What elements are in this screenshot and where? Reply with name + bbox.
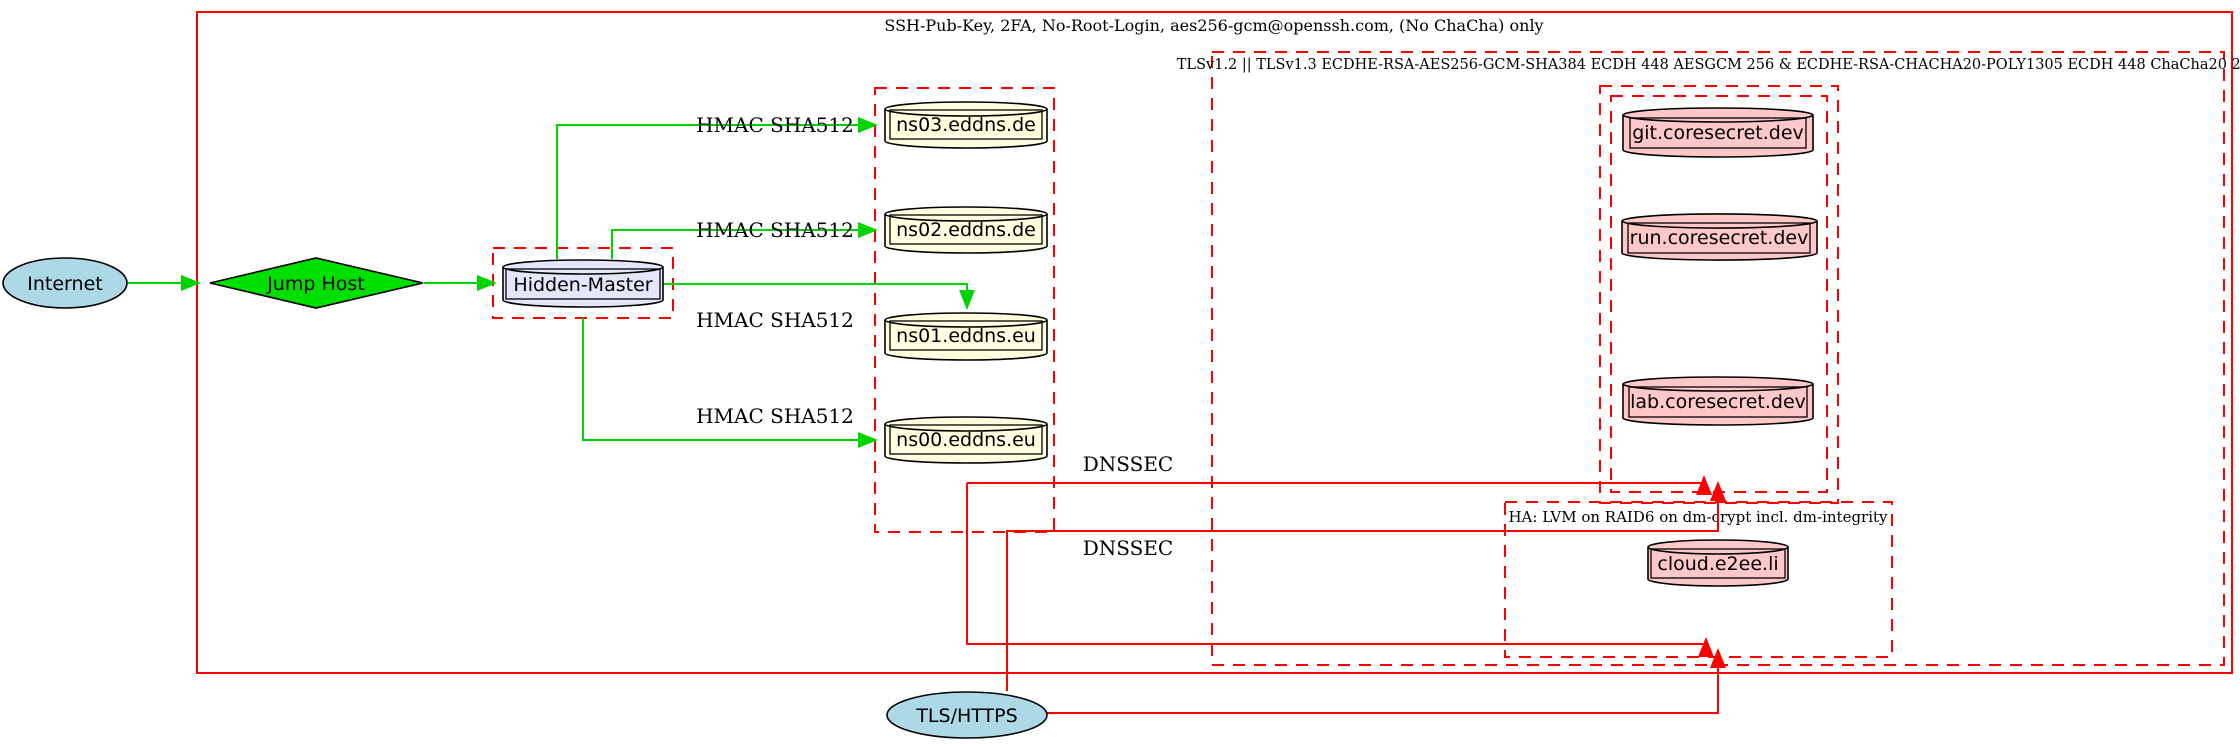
node-run-coresecret: run.coresecret.dev [1621, 213, 1818, 261]
ns02-cylinder [884, 206, 1048, 254]
node-tls-https-label: TLS/HTTPS [915, 705, 1017, 727]
node-ns03: ns03.eddns.de [884, 101, 1048, 149]
edge-hiddenmaster-to-ns01 [663, 283, 975, 310]
node-ns03-label: ns03.eddns.de [896, 114, 1036, 136]
ns00-cylinder [884, 416, 1048, 464]
node-ns00: ns00.eddns.eu [884, 416, 1048, 464]
node-ns02-label: ns02.eddns.de [896, 219, 1036, 241]
node-cloud-label: cloud.e2ee.li [1657, 553, 1778, 575]
edge-tls-to-e2ee [1047, 648, 1726, 714]
lab-cylinder [1622, 376, 1814, 426]
ns02-cylinder-lid [884, 213, 1048, 222]
edge-label-hmac-ns02: HMAC SHA512 [696, 218, 854, 242]
hidden-master-cylinder-lid [502, 266, 664, 275]
edge-dnssec-to-coresecret [967, 475, 1712, 495]
node-cloud-e2ee: cloud.e2ee.li [1647, 539, 1789, 587]
node-ns01: ns01.eddns.eu [884, 312, 1048, 361]
hidden-master-cylinder [502, 259, 664, 308]
edge-label-hmac-ns00: HMAC SHA512 [696, 404, 854, 428]
node-jump-host: Jump Host [209, 257, 424, 309]
edge-label-hmac-ns01: HMAC SHA512 [696, 308, 854, 332]
git-label-box [1629, 117, 1807, 149]
ns01-cylinder [884, 312, 1048, 361]
edge-label-dnssec-2: DNSSEC [1083, 536, 1174, 560]
node-git-coresecret: git.coresecret.dev [1622, 107, 1814, 158]
lab-label-box [1628, 386, 1808, 418]
edge-dnssec-to-e2ee [966, 483, 1714, 657]
node-jump-host-label: Jump Host [266, 273, 365, 295]
cluster-ha-label: HA: LVM on RAID6 on dm-crypt incl. dm-in… [1508, 508, 1888, 526]
git-cylinder [1622, 107, 1814, 158]
cluster-ssh-label: SSH-Pub-Key, 2FA, No-Root-Login, aes256-… [884, 16, 1543, 35]
ns03-cylinder [884, 101, 1048, 149]
node-git-label: git.coresecret.dev [1632, 122, 1804, 144]
edge-hiddenmaster-to-ns02 [611, 222, 878, 259]
ns00-label-box [889, 424, 1043, 455]
ns00-cylinder-lid [884, 423, 1048, 432]
internet-ellipse [2, 257, 128, 309]
ns03-label-box [889, 109, 1043, 140]
node-lab-coresecret: lab.coresecret.dev [1622, 376, 1814, 426]
cloud-cylinder [1647, 539, 1789, 587]
cluster-ssh-box [196, 11, 2233, 674]
cluster-ha-box [1504, 501, 1893, 658]
ns01-cylinder-lid [884, 319, 1048, 328]
node-run-label: run.coresecret.dev [1630, 227, 1809, 249]
node-ns00-label: ns00.eddns.eu [896, 429, 1036, 451]
node-tls-https: TLS/HTTPS [886, 691, 1048, 739]
run-label-box [1627, 222, 1811, 254]
ns02-label-box [889, 214, 1043, 245]
node-hidden-master-label: Hidden-Master [513, 274, 652, 296]
node-internet-label: Internet [27, 273, 102, 295]
edge-tls-to-coresecret [1006, 481, 1726, 691]
run-cylinder [1621, 213, 1818, 261]
node-lab-label: lab.coresecret.dev [1630, 391, 1806, 413]
jump-host-diamond [209, 257, 424, 309]
run-cylinder-lid [1621, 220, 1818, 229]
hidden-master-label-box [505, 268, 661, 300]
edge-label-dnssec-1: DNSSEC [1083, 452, 1174, 476]
edge-hiddenmaster-to-ns00 [582, 318, 878, 448]
cluster-tls-label: TLSv1.2 || TLSv1.3 ECDHE-RSA-AES256-GCM-… [1177, 57, 2240, 73]
node-ns02: ns02.eddns.de [884, 206, 1048, 254]
node-hidden-master: Hidden-Master [502, 259, 664, 308]
ns01-label-box [889, 320, 1043, 351]
ns03-cylinder-lid [884, 108, 1048, 117]
cluster-dns-box [874, 87, 1055, 533]
cluster-coresecret-outer-box [1599, 85, 1839, 504]
node-internet: Internet [2, 257, 128, 309]
cloud-label-box [1650, 548, 1786, 579]
edge-label-hmac-ns03: HMAC SHA512 [696, 113, 854, 137]
node-ns01-label: ns01.eddns.eu [896, 325, 1036, 347]
tls-https-ellipse [886, 691, 1048, 739]
cloud-cylinder-lid [1647, 546, 1789, 555]
edge-hiddenmaster-to-ns03 [556, 117, 878, 259]
